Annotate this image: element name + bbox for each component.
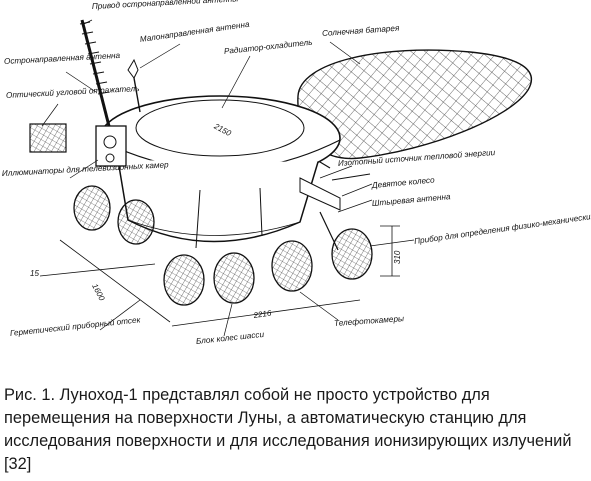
dim-wheel-count: 15: [30, 269, 39, 278]
dim-ground-clearance: 310: [393, 250, 402, 264]
leader-lines: [41, 19, 415, 337]
label-solar-battery: Солнечная батарея: [322, 24, 400, 38]
label-telephotometers: Телефотокамеры: [334, 314, 404, 328]
label-antenna-drive: Привод остронаправленной антенны: [92, 0, 239, 11]
label-rod-antenna: Штыревая антенна: [372, 192, 452, 208]
front-instruments: [29, 123, 127, 167]
label-radiator: Радиатор-охладитель: [223, 38, 312, 56]
rear-instruments: [299, 173, 371, 251]
label-ninth-wheel: Девятое колесо: [371, 176, 436, 191]
instrument-compartment: [117, 159, 319, 249]
dim-track-width: 1600: [90, 282, 107, 302]
label-directional-antenna: Остронаправленная антенна: [4, 51, 121, 66]
label-soil-device: Прибор для определения физико-механическ…: [414, 203, 591, 246]
label-pressurized-compartment: Герметический приборный отсек: [9, 315, 141, 338]
dimension-lines: [39, 225, 400, 327]
wheel-chassis: [73, 185, 373, 306]
figure-caption: Рис. 1. Луноход-1 представлял собой не п…: [4, 386, 572, 473]
label-low-gain-antenna: Малонаправленная антенна: [139, 20, 250, 44]
lunokhod-diagram: Привод остронаправленной антенны Малонап…: [2, 0, 591, 346]
dim-wheelbase: 2216: [252, 309, 272, 321]
antenna-mast: [79, 19, 141, 131]
label-wheel-block: Блок колес шасси: [195, 330, 264, 346]
label-optical-sensor: Оптический угловой отражатель: [6, 84, 140, 100]
